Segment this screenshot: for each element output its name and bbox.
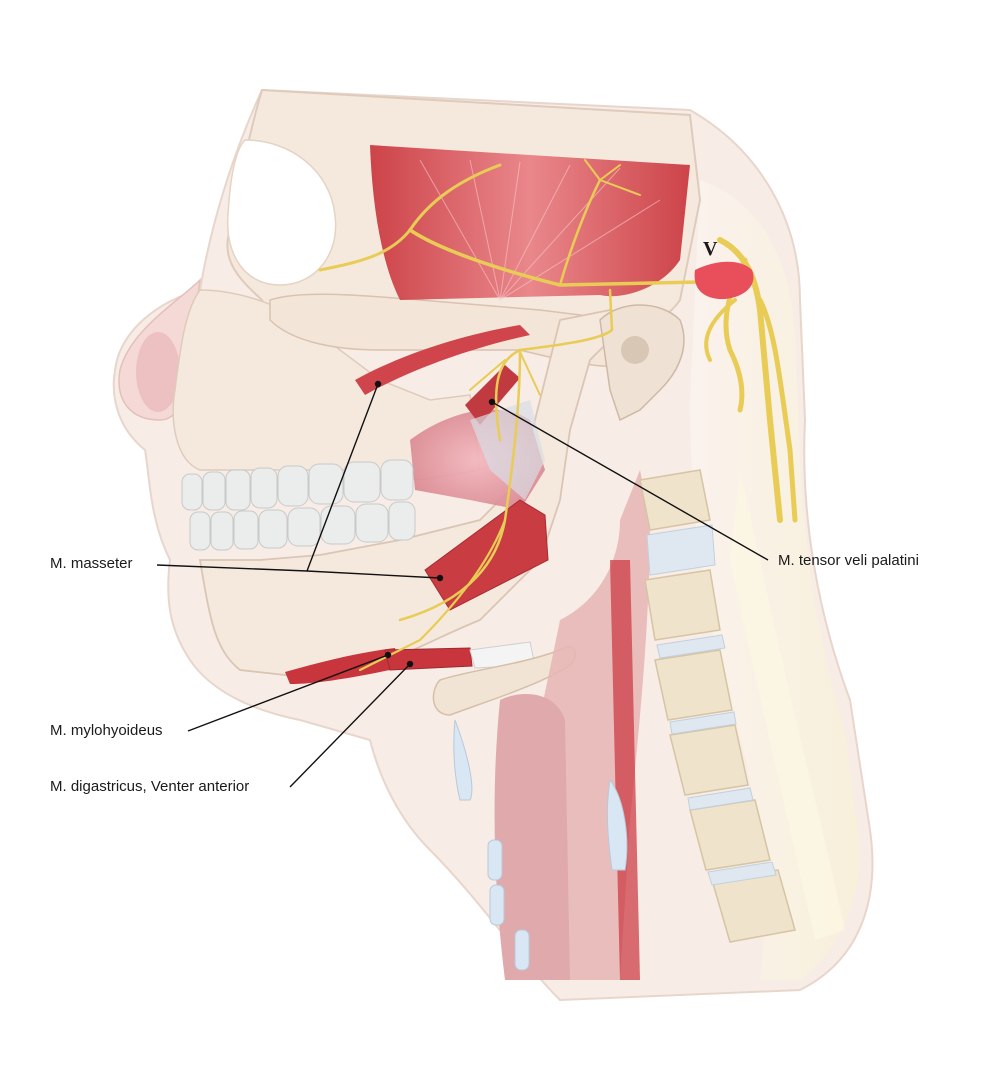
esophagus-wall <box>610 560 640 980</box>
digastric-anterior-belly <box>384 647 473 671</box>
pharyngeal-space <box>470 400 545 500</box>
label-masseter: M. masseter <box>50 555 133 572</box>
trigeminal-nerve <box>318 159 798 672</box>
temporalis-fibers <box>419 159 661 301</box>
intervertebral-discs <box>646 524 777 886</box>
masseter-dot-a <box>374 380 382 388</box>
nose-ala <box>136 332 180 412</box>
neck-back-tissue <box>690 180 860 980</box>
vertebrae <box>639 469 796 943</box>
masseter-lower <box>424 499 549 611</box>
digastric-leader <box>289 663 411 788</box>
spinal-canal <box>730 470 845 940</box>
tensor-dot <box>488 398 496 406</box>
masseter-upper <box>355 325 530 395</box>
trigeminal-ganglion <box>694 261 754 300</box>
lower-teeth <box>189 501 416 551</box>
tensor-veli-palatini-muscle <box>465 365 520 425</box>
digastric-dot <box>406 660 414 668</box>
mylohyoid-muscle <box>285 648 400 684</box>
mylohyoid-leader <box>187 654 389 732</box>
zygomatic-arch <box>269 293 641 368</box>
label-mylohyoideus: M. mylohyoideus <box>50 722 163 739</box>
leader-lines <box>156 380 769 788</box>
mylohyoid-dot <box>384 651 392 659</box>
ear-canal <box>621 336 649 364</box>
cervical-spine <box>639 469 845 943</box>
tensor-leader <box>491 401 769 561</box>
mandibular-condyle <box>599 304 685 422</box>
label-digastricus: M. digastricus, Venter anterior <box>50 778 249 795</box>
masseter-leader-b <box>306 570 441 579</box>
nerve-label-v: V <box>703 238 718 260</box>
label-tensor-veli-palatini: M. tensor veli palatini <box>778 552 919 569</box>
cartilages <box>453 719 628 971</box>
upper-teeth <box>181 459 414 511</box>
teeth <box>181 459 416 551</box>
trachea <box>494 694 570 980</box>
masseter-dot-b <box>436 574 444 582</box>
orbit <box>226 139 337 286</box>
maxilla <box>172 289 481 481</box>
